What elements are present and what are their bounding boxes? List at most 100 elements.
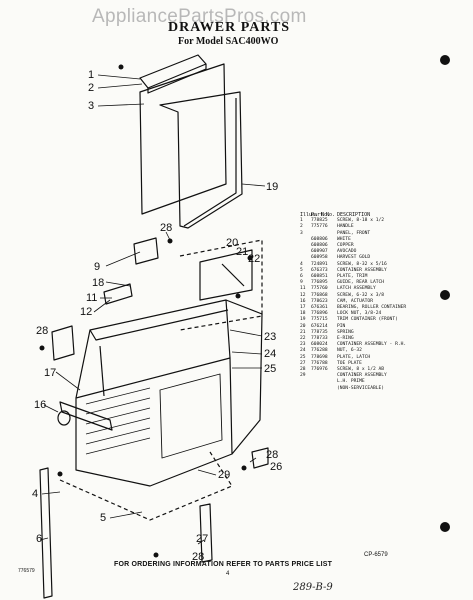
latch-plate-part	[199, 249, 253, 301]
parts-list-row: 608958 HARVEST GOLD	[300, 255, 472, 261]
callout-label: 28	[160, 222, 172, 234]
part-number: 775760	[311, 286, 328, 292]
illus-number: 2	[300, 224, 303, 230]
callout-label: 2	[88, 82, 94, 94]
binder-hole-dot	[440, 290, 450, 300]
illus-number: 4	[300, 261, 303, 267]
toe-plate-part	[199, 503, 213, 563]
screw-icon	[57, 471, 63, 477]
page-number: 4	[226, 571, 230, 577]
part-description: CONTAINER ASSEMBLY - R.H.	[337, 342, 407, 348]
right-latch-plate-part	[251, 447, 269, 469]
part-description: TRIM CONTAINER (FRONT)	[337, 317, 398, 323]
part-description: (NON-SERVICEABLE)	[337, 385, 385, 391]
part-description: CAM, ACTUATOR	[337, 298, 373, 304]
callout-label: 1	[88, 69, 94, 81]
container-side-face	[225, 299, 263, 455]
illus-number: 22	[300, 336, 306, 342]
illus-number: 6	[300, 274, 303, 280]
part-description: CONTAINER ASSEMBLY	[337, 373, 387, 379]
illus-number: 11	[300, 286, 306, 292]
container-top-edge	[75, 299, 231, 399]
part-description: LOCK NUT, 3/8-24	[337, 311, 382, 317]
parts-list-row: L.H. PRIME	[300, 379, 472, 385]
part-description: PLATE, TRIM	[337, 274, 368, 280]
screw-icon	[167, 238, 173, 244]
part-description: E-RING	[337, 336, 354, 342]
part-description: SPRING	[337, 329, 354, 335]
container-ribs	[85, 387, 151, 455]
callout-label: 23	[264, 331, 276, 343]
parts-list-row: 11 775760 LATCH ASSEMBLY	[300, 286, 472, 292]
latch-part	[103, 283, 133, 305]
screw-icon	[247, 255, 253, 261]
part-number: 775776	[311, 224, 328, 230]
callout-label: 11	[86, 292, 97, 304]
parts-list-row: 19 775715 TRIM CONTAINER (FRONT)	[300, 317, 472, 323]
left-bracket-part	[51, 325, 75, 361]
callout-label: 27	[196, 533, 208, 545]
illus-number: 16	[300, 298, 306, 304]
parts-list-row: 17 676361 BEARING, ROLLER CONTAINER	[300, 305, 472, 311]
illus-number	[300, 386, 311, 392]
binder-hole-dot	[440, 55, 450, 65]
part-number: 775715	[311, 317, 328, 323]
illus-number: 27	[300, 360, 306, 366]
part-number: 676214	[311, 323, 328, 329]
part-description: GUIDE, REAR LATCH	[337, 280, 385, 286]
part-description: HARVEST GOLD	[337, 255, 371, 261]
illus-number: 9	[300, 280, 303, 286]
part-number: 778735	[311, 329, 328, 335]
pin-part	[221, 263, 245, 287]
callout-label: 24	[264, 348, 276, 360]
part-number: 776976	[311, 367, 328, 373]
parts-list-row: 21 778735 SPRING	[300, 330, 472, 336]
front-panel-part	[139, 63, 227, 215]
illus-number: 21	[300, 329, 306, 335]
container-rim	[89, 309, 229, 341]
page-title: DRAWER PARTS	[168, 20, 291, 35]
callout-label: 21	[236, 246, 248, 258]
document-number: 776579	[18, 568, 35, 574]
part-number: 608806	[311, 236, 328, 242]
part-number: 778825	[311, 218, 328, 224]
latch-assembly-outline	[179, 239, 263, 331]
trim-plate-part	[39, 467, 53, 599]
illus-number: 12	[300, 292, 306, 298]
part-description: COPPER	[337, 243, 354, 249]
model-subtitle: For Model SAC400WO	[178, 36, 279, 47]
illus-number: 20	[300, 323, 306, 329]
illus-number: 17	[300, 305, 306, 311]
part-description: SCREW, 8 x 1/2 AB	[337, 367, 385, 373]
illus-number: 3	[300, 230, 303, 236]
illus-number: 23	[300, 342, 306, 348]
callout-label: 16	[34, 399, 46, 411]
part-number: 608958	[311, 255, 328, 261]
part-description: LATCH ASSEMBLY	[337, 286, 376, 292]
illus-number: 1	[300, 218, 303, 224]
part-number: 776288	[311, 348, 328, 354]
part-number: 608024	[311, 342, 328, 348]
part-number: 676361	[311, 305, 328, 311]
callout-label: 20	[226, 237, 238, 249]
callout-label: 3	[88, 100, 94, 112]
part-number: 776788	[311, 360, 328, 366]
part-number: 676373	[311, 267, 328, 273]
illus-number: 19	[300, 317, 306, 323]
part-number: 778623	[311, 298, 328, 304]
callout-label: 5	[100, 512, 106, 524]
part-description: BEARING, ROLLER CONTAINER	[337, 305, 407, 311]
